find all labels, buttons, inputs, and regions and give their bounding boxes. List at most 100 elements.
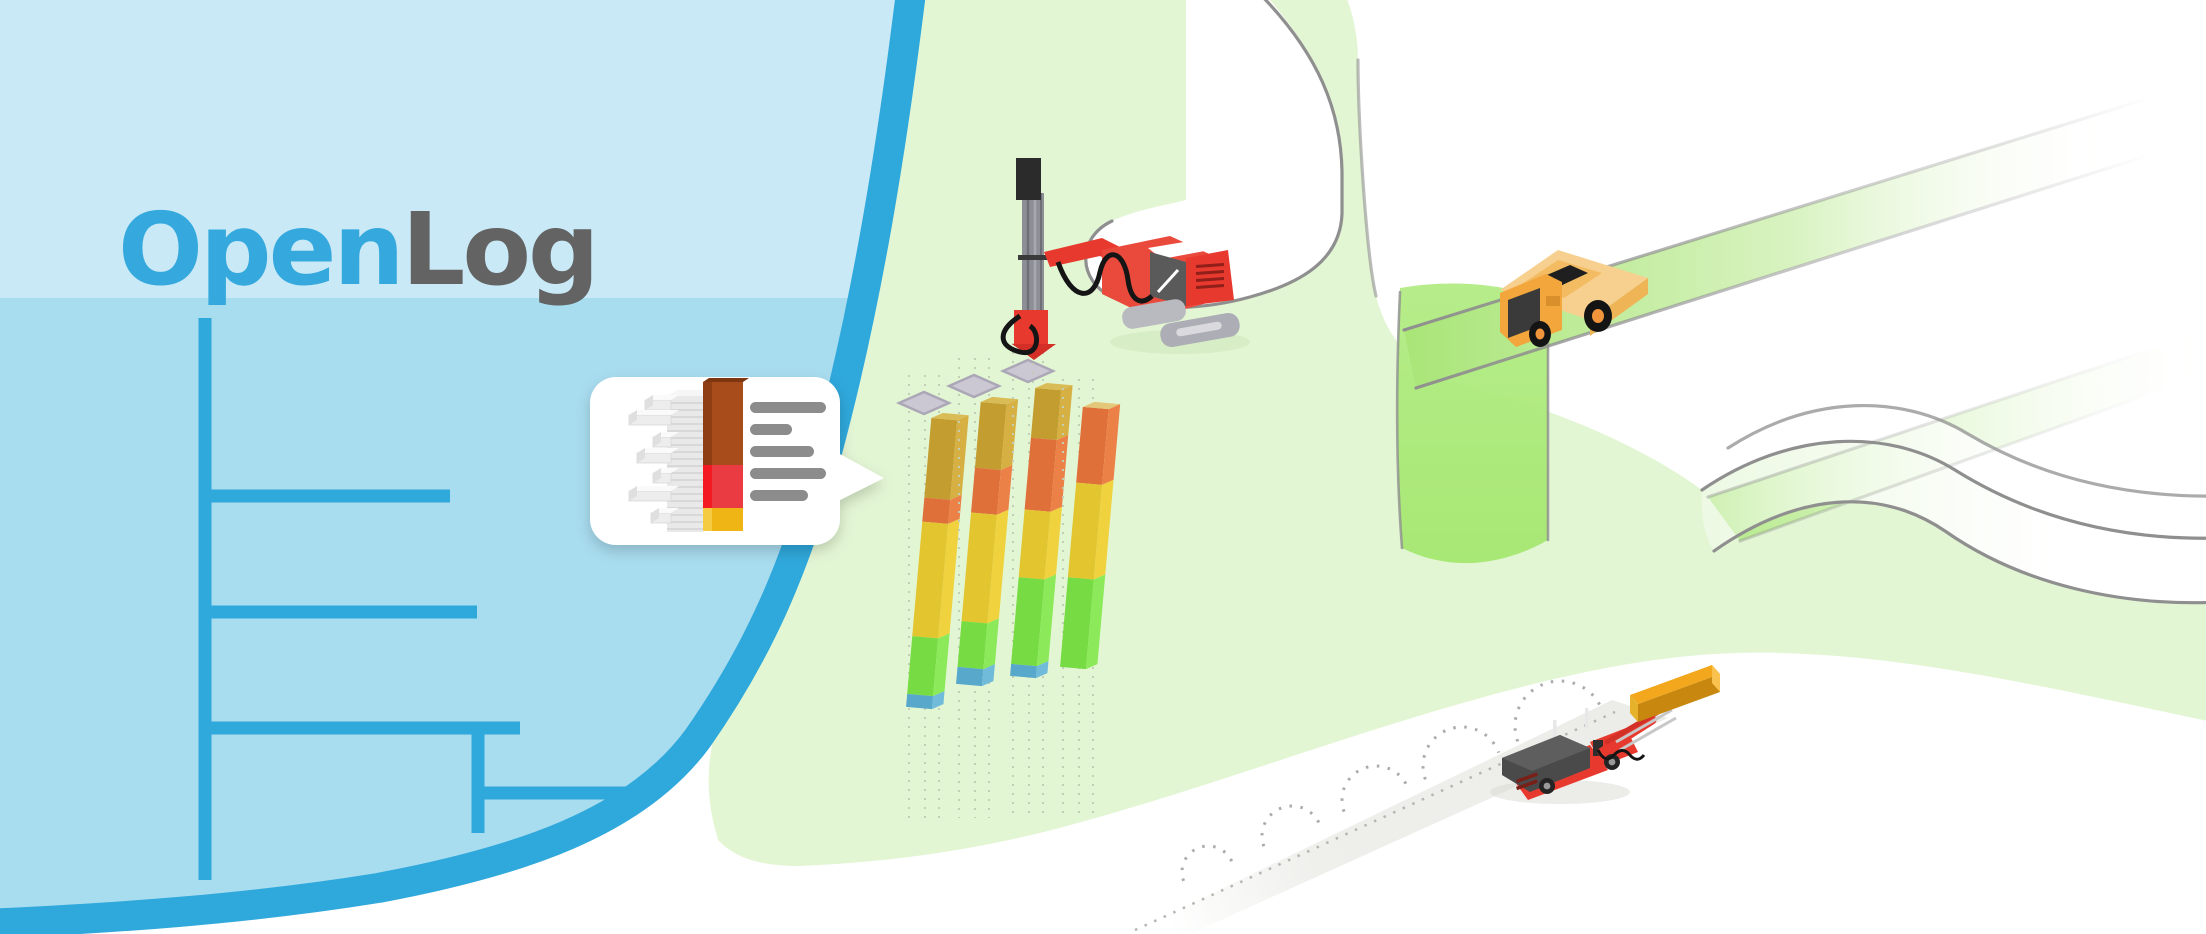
core-column-2 (1010, 382, 1073, 679)
segment-orange-front (1076, 406, 1109, 485)
ore-box-front (1638, 674, 1720, 722)
segment-orange-side (996, 464, 1013, 515)
truck-wheel-hub (1535, 328, 1545, 340)
segment-blue-front (906, 693, 934, 710)
tunnel-arc-1 (1260, 804, 1322, 847)
tunnel-profile-arcs (1180, 679, 1604, 882)
segment-green-side (983, 618, 999, 670)
road-wavy-upper (1702, 405, 2206, 539)
jumbo-cab-window (1593, 740, 1603, 756)
segment-yellow-front (1067, 482, 1103, 580)
tray-bar-end-2 (653, 432, 661, 447)
rig-cab-roof (1148, 240, 1210, 259)
bubble-content (628, 378, 826, 532)
truck-wheel-hub (1592, 309, 1604, 323)
tunnel-arc-4 (1513, 679, 1604, 742)
segment-orange-front (922, 497, 951, 524)
segment-yellow-side (987, 509, 1009, 624)
ore-box-end (1630, 695, 1638, 722)
drill-rig (1000, 158, 1250, 390)
log-text-bar-2 (750, 446, 814, 457)
panel-border-curve (0, 0, 926, 934)
jumbo-post (1553, 720, 1557, 740)
core-column-3 (1060, 401, 1121, 670)
segment-yellow-front (912, 521, 949, 639)
rig-track-detail (1176, 321, 1222, 337)
collar-cap-2 (999, 358, 1057, 384)
ore-box-cap (1712, 665, 1720, 692)
bubble-tail (836, 452, 884, 502)
tray-bar-top-3 (637, 448, 679, 453)
segment-green-side (1085, 574, 1106, 670)
rig-mast-top (1016, 158, 1041, 200)
segment-blue-side (931, 691, 945, 710)
segment-ochre-front (924, 417, 958, 500)
jumbo-drill (1490, 708, 1677, 804)
core-log-columns (895, 343, 1121, 818)
log-text-bar-0 (750, 402, 826, 413)
ore-box-top (1630, 665, 1720, 704)
segment-yellow-front (1018, 509, 1051, 580)
segment-ochre-side (1056, 385, 1073, 441)
logo-open: Open (118, 191, 402, 308)
segment-orange-front (1024, 437, 1057, 512)
segment-green-front (957, 621, 988, 670)
jumbo-wheel-hub (1543, 782, 1551, 790)
segment-green-front (907, 636, 939, 697)
segment-blue-front (1010, 663, 1037, 679)
strat-red-main (712, 465, 743, 508)
logo-log: Log (402, 191, 597, 308)
segment-orange-side (1102, 404, 1121, 485)
road-wavy (1701, 441, 2206, 603)
rig-engine-vents (1195, 263, 1225, 289)
road-plateau (1085, 0, 1342, 308)
segment-orange-side (1050, 435, 1069, 512)
log-text-bar-3 (750, 468, 826, 479)
tray-bar-top-5 (629, 486, 679, 491)
segment-orange-front (971, 467, 1001, 515)
tray-bar-end-5 (629, 486, 637, 501)
panel-top-band (0, 0, 912, 298)
strat-log-bubble (590, 377, 884, 545)
strat-yellow-sliver (703, 508, 712, 531)
tray-bar-end-6 (651, 508, 659, 523)
segment-green-side (1036, 574, 1057, 667)
segment-ochre-front (1030, 387, 1062, 441)
segment-blue-side (981, 664, 995, 687)
collar-cap-0 (895, 390, 953, 416)
tray-bar-end-4 (653, 468, 661, 483)
tray-bar-top-1 (629, 410, 679, 415)
haul-truck (1500, 250, 1648, 347)
brand-panel: OpenLog (0, 0, 926, 934)
core-column-1 (956, 396, 1019, 687)
strat-brown-main (712, 382, 743, 465)
rig-mast-clamp (1018, 255, 1048, 260)
drill-rod (1615, 708, 1673, 744)
segment-yellow-side (938, 518, 960, 639)
segment-blue-front (956, 666, 984, 687)
strat-brown-sliver (703, 382, 712, 465)
jumbo-grille (1515, 779, 1538, 791)
segment-blue-side (1035, 661, 1049, 679)
jumbo-canopy-top (1502, 735, 1590, 771)
segment-green-front (1060, 577, 1094, 670)
column-top-face (980, 396, 1019, 405)
data-tree-bracket (198, 318, 652, 880)
segment-yellow-side (1044, 506, 1062, 580)
rig-cable (1000, 313, 1040, 356)
drill-rod (1619, 716, 1677, 752)
tray-bar-top-0 (645, 395, 679, 400)
segment-yellow-front (961, 512, 997, 624)
logo: OpenLog (118, 191, 597, 308)
segment-yellow-side (1093, 479, 1114, 580)
rig-window-glare (1156, 268, 1180, 294)
collar-cap-1 (945, 373, 1003, 399)
jumbo-cable (1596, 749, 1646, 761)
segment-green-front (1011, 577, 1045, 667)
segment-ochre-front (974, 401, 1007, 470)
jumbo-grille (1515, 772, 1538, 784)
segment-green-side (933, 633, 950, 697)
truck-grille (1546, 296, 1560, 306)
